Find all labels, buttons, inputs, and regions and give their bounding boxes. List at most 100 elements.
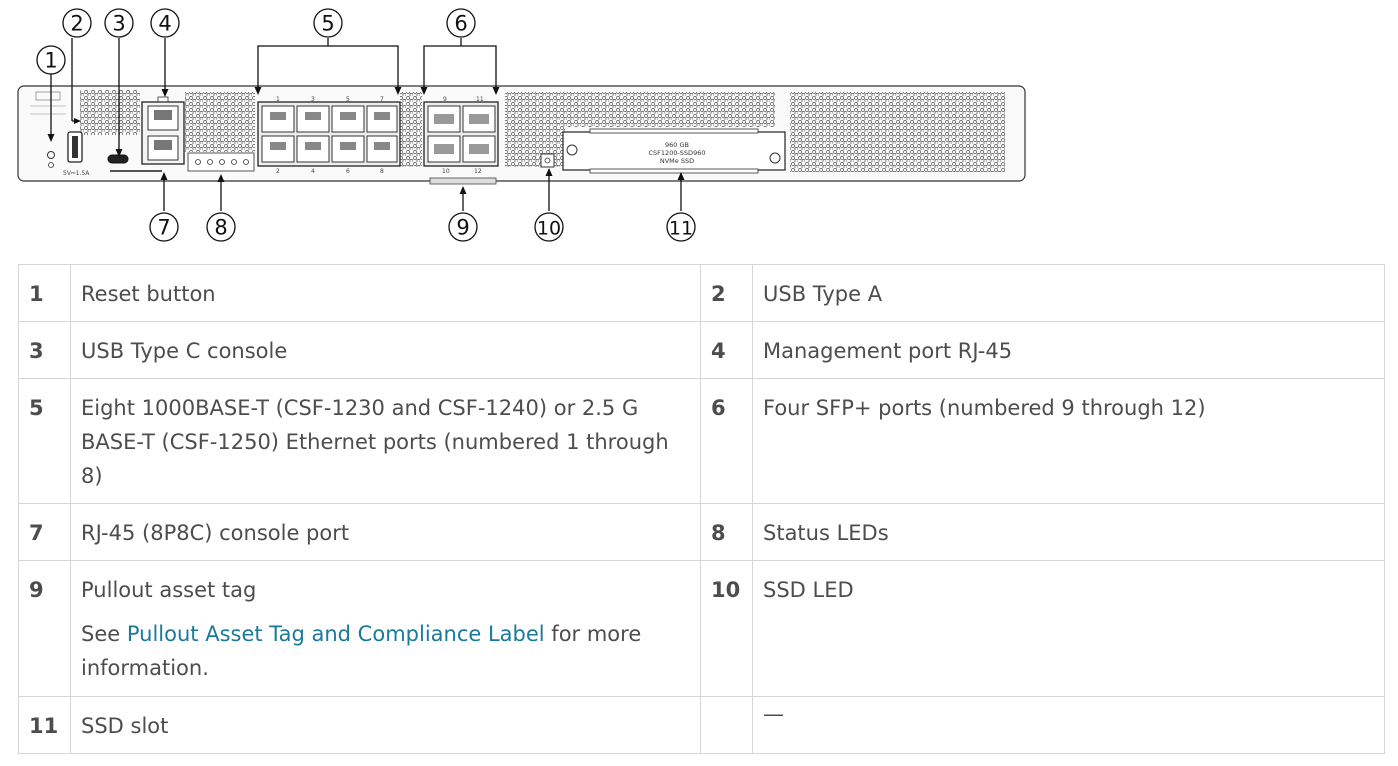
legend-number: [700, 696, 753, 754]
callout-11: [666, 212, 696, 242]
status-led: [195, 159, 201, 165]
svg-text:12: 12: [474, 168, 482, 175]
svg-text:9: 9: [456, 216, 469, 240]
status-led: [243, 159, 249, 165]
legend-description: Four SFP+ ports (numbered 9 through 12): [752, 378, 1385, 504]
legend-description: SSD LED: [752, 560, 1385, 697]
chassis-diagram: 5V⎓1.5A 1: [17, 8, 1026, 242]
svg-text:3: 3: [112, 12, 125, 36]
legend-number: 9: [18, 560, 71, 697]
ssd-slot[interactable]: 960 GB CSF1200-SSD960 NVMe SSD: [562, 128, 786, 174]
svg-text:10: 10: [537, 218, 561, 240]
callout-1: [36, 45, 66, 75]
callout-circles: [36, 8, 696, 242]
cisco-logo: [30, 91, 66, 115]
svg-text:4: 4: [311, 168, 315, 175]
ethernet-port-block: 1 3 5 7 2 4 6 8: [257, 96, 401, 175]
svg-text:7: 7: [380, 96, 384, 103]
svg-text:10: 10: [442, 168, 450, 175]
vent-grille: [505, 92, 565, 167]
legend-number: 2: [700, 264, 753, 322]
sfp-port-block: 9 11 10 12: [423, 96, 499, 175]
svg-text:9: 9: [443, 96, 447, 103]
svg-text:1: 1: [276, 96, 280, 103]
note-suffix: for more information.: [81, 622, 642, 680]
legend-number: 3: [18, 321, 71, 379]
legend-number: 11: [18, 696, 71, 754]
svg-text:11: 11: [476, 96, 484, 103]
svg-text:6: 6: [346, 168, 350, 175]
vent-grille: [565, 92, 775, 127]
legend-description: —: [752, 696, 1385, 754]
legend-description: SSD slot: [70, 696, 701, 754]
table-row: 1 Reset button 2 USB Type A: [18, 264, 1385, 322]
status-led: [231, 159, 237, 165]
svg-text:3: 3: [311, 96, 315, 103]
callout-arrowheads: [47, 87, 685, 194]
legend-description: Management port RJ-45: [752, 321, 1385, 379]
svg-text:6: 6: [454, 12, 467, 36]
pullout-asset-tag-link[interactable]: Pullout Asset Tag and Compliance Label: [126, 622, 545, 646]
vent-grille: [80, 90, 140, 135]
status-led: [207, 159, 213, 165]
table-row: 9 Pullout asset tag See Pullout Asset Ta…: [18, 560, 1385, 697]
note-prefix: See: [81, 622, 127, 646]
legend-number: 7: [18, 503, 71, 561]
legend-description: RJ-45 (8P8C) console port: [70, 503, 701, 561]
svg-text:7: 7: [157, 216, 170, 240]
svg-text:CSF1200-SSD960: CSF1200-SSD960: [649, 149, 706, 157]
legend-description: Eight 1000BASE-T (CSF-1230 and CSF-1240)…: [70, 378, 701, 504]
svg-text:NVMe SSD: NVMe SSD: [660, 157, 694, 165]
usb-power-label: 5V⎓1.5A: [63, 170, 90, 177]
legend-number: 4: [700, 321, 753, 379]
callout-leaders: [50, 38, 682, 211]
callout-10: [534, 212, 564, 242]
ssd-led: [540, 153, 555, 168]
legend-description: Pullout asset tag See Pullout Asset Tag …: [70, 560, 701, 697]
svg-text:5: 5: [321, 12, 334, 36]
svg-text:960 GB: 960 GB: [665, 141, 689, 149]
legend-description: USB Type A: [752, 264, 1385, 322]
legend-number: 8: [700, 503, 753, 561]
chassis-front-panel-figure: 5V⎓1.5A 1: [0, 0, 1398, 262]
reset-button[interactable]: [47, 151, 55, 159]
legend-description: Status LEDs: [752, 503, 1385, 561]
legend-number: 10: [700, 560, 753, 697]
legend-description: USB Type C console: [70, 321, 701, 379]
svg-text:4: 4: [158, 12, 171, 36]
legend-note: See Pullout Asset Tag and Compliance Lab…: [81, 617, 690, 685]
component-legend-table: 1 Reset button 2 USB Type A 3 USB Type C…: [18, 264, 1385, 754]
callout-4: [150, 8, 180, 38]
vent-grille: [185, 92, 255, 152]
svg-text:8: 8: [214, 216, 227, 240]
reset-pinhole-icon: [48, 162, 54, 168]
svg-text:11: 11: [669, 218, 693, 240]
table-row: 11 SSD slot —: [18, 696, 1385, 754]
status-led-strip: [187, 152, 255, 172]
callout-9: [448, 212, 478, 242]
pullout-asset-tag[interactable]: [429, 177, 497, 185]
callout-5: [313, 8, 343, 38]
status-led: [219, 159, 225, 165]
svg-text:2: 2: [276, 168, 280, 175]
callout-3: [104, 8, 134, 38]
callout-8: [206, 212, 236, 242]
svg-text:2: 2: [70, 12, 83, 36]
table-row: 3 USB Type C console 4 Management port R…: [18, 321, 1385, 379]
callout-6: [446, 8, 476, 38]
usb-type-c-port[interactable]: [107, 154, 129, 164]
screw-icon: [566, 144, 578, 156]
legend-number: 5: [18, 378, 71, 504]
callout-numbers: 1 2 3 4 5 6 7 8 9 10 11: [44, 12, 693, 240]
vent-grille: [400, 92, 422, 167]
vent-grille: [790, 92, 1005, 172]
callout-2: [62, 8, 92, 38]
screw-icon: [769, 152, 781, 164]
management-console-rj45-stack: [141, 96, 185, 165]
callout-7: [149, 212, 179, 242]
svg-text:5: 5: [346, 96, 350, 103]
legend-description: Reset button: [70, 264, 701, 322]
svg-text:8: 8: [380, 168, 384, 175]
svg-text:1: 1: [44, 49, 57, 73]
legend-number: 6: [700, 378, 753, 504]
